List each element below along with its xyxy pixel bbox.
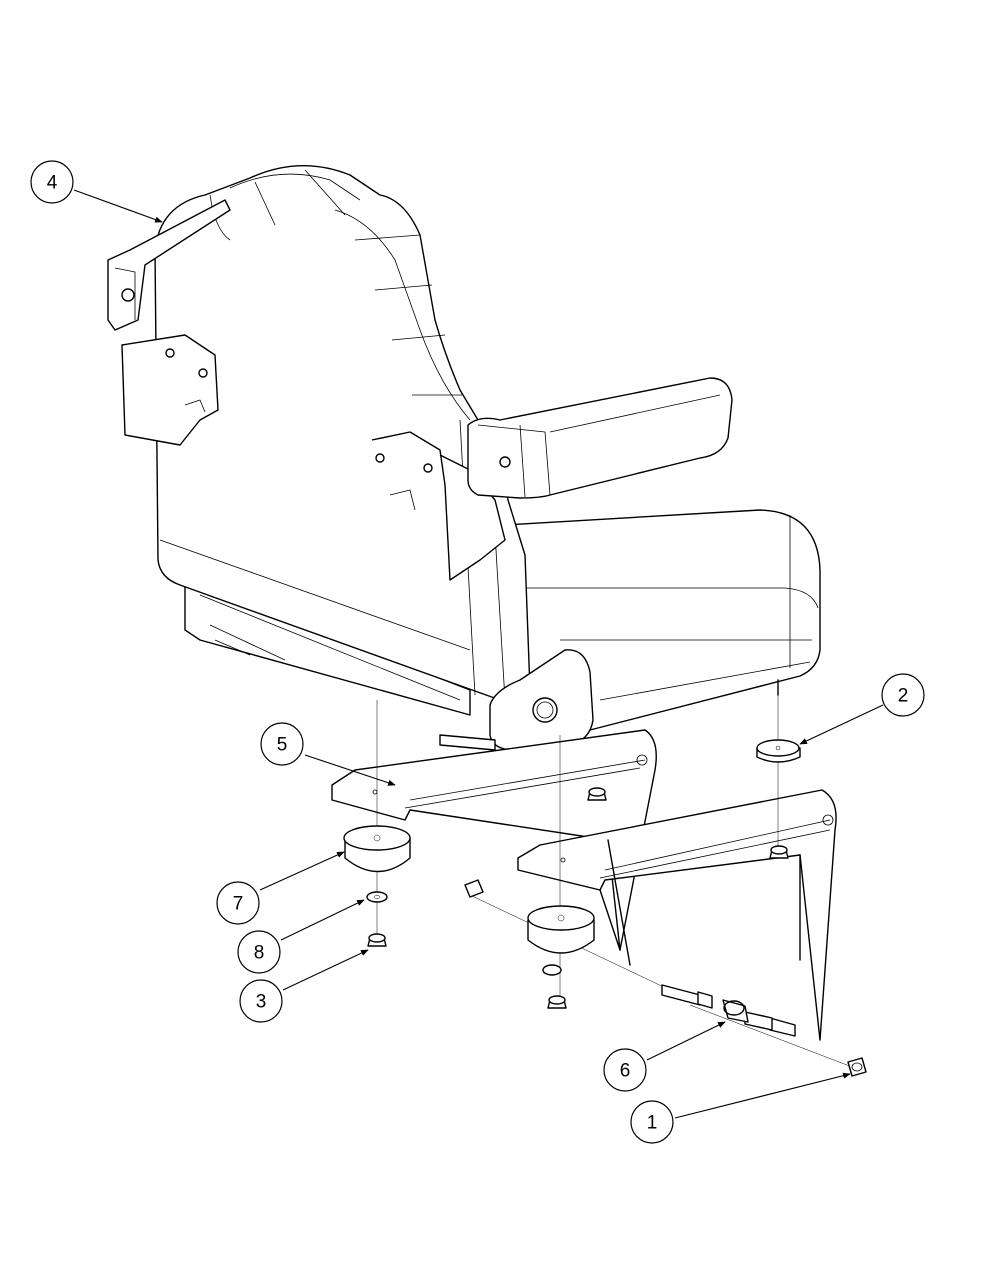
balloon-6: 6	[603, 1021, 726, 1092]
callout-balloons: 1 2 3 4 5 6 7 8	[30, 160, 925, 1144]
isolator-large-center	[527, 905, 595, 954]
washer-left	[366, 891, 388, 903]
balloon-circle-1	[630, 1100, 674, 1144]
balloon-circle-4	[30, 160, 74, 204]
leader-line-6	[646, 1021, 726, 1061]
balloon-7: 7	[216, 851, 345, 925]
pivot-plate	[489, 649, 594, 751]
mount-bracket-rear	[331, 729, 657, 951]
balloon-8: 8	[237, 899, 365, 974]
balloon-circle-8	[237, 930, 281, 974]
balloon-circle-2	[881, 673, 925, 717]
balloon-2: 2	[799, 673, 925, 745]
balloon-5: 5	[260, 722, 396, 786]
bolt-rear	[661, 984, 713, 1009]
leader-line-8	[280, 899, 365, 941]
balloon-circle-5	[260, 722, 304, 766]
armrest	[467, 377, 733, 499]
seat	[107, 165, 821, 751]
balloon-circle-3	[239, 979, 283, 1023]
leader-line-1	[674, 1072, 851, 1119]
balloon-label-7: 7	[233, 894, 244, 915]
balloon-label-1: 1	[647, 1113, 658, 1134]
balloon-label-8: 8	[254, 943, 265, 964]
isolator-pad-small	[756, 739, 801, 763]
side-bracket-left	[121, 334, 219, 446]
backrest-hinge-left	[107, 199, 231, 331]
mounting-brackets	[331, 729, 837, 1041]
balloon-circle-6	[603, 1048, 647, 1092]
leader-line-2	[799, 704, 884, 745]
hardware	[343, 695, 867, 1077]
balloon-1: 1	[630, 1072, 851, 1144]
balloon-label-3: 3	[256, 992, 267, 1013]
balloon-label-2: 2	[898, 686, 909, 707]
isolator-large-left	[343, 825, 411, 873]
leader-line-5	[304, 754, 396, 786]
balloon-label-5: 5	[277, 735, 288, 756]
mount-bracket-front	[517, 789, 837, 1041]
bolt-front	[722, 999, 796, 1037]
leader-line-3	[282, 949, 369, 991]
nut-side	[464, 879, 484, 898]
balloon-4: 4	[30, 160, 163, 223]
washer-center	[542, 964, 562, 976]
balloon-3: 3	[239, 949, 369, 1023]
balloon-circle-7	[216, 881, 260, 925]
leader-line-4	[73, 189, 163, 223]
lock-nut-front	[847, 1057, 867, 1077]
balloon-label-6: 6	[620, 1061, 631, 1082]
leader-line-7	[259, 851, 345, 891]
balloon-label-4: 4	[47, 173, 58, 194]
